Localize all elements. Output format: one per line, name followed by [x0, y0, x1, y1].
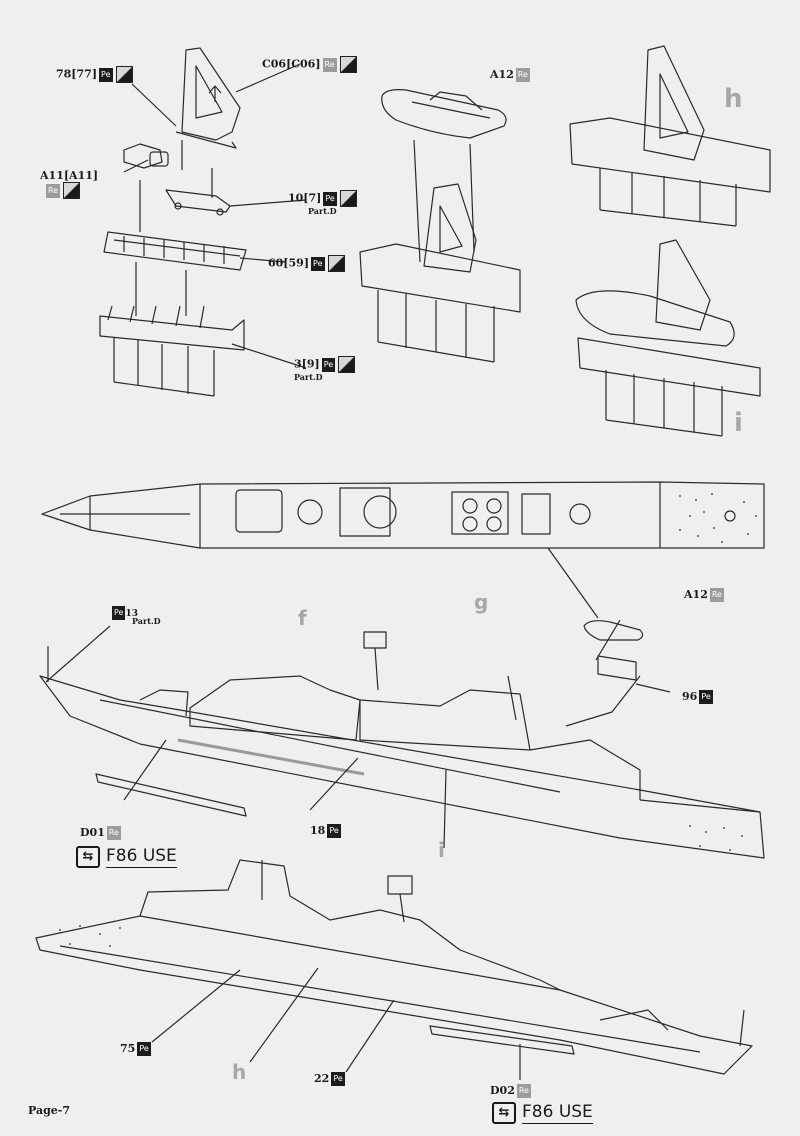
deck-plan-drawing [41, 481, 765, 549]
ship-side-view-2 [35, 859, 753, 1075]
pe-badge: Pe [321, 357, 336, 372]
callout-10: 10[7]Pe Part.D [288, 190, 357, 216]
paint-swatch-icon [339, 56, 357, 73]
step-letter-i: i [734, 408, 743, 438]
paint-swatch-icon [115, 66, 133, 83]
f86-use-label-2: ⇆ F86 USE [492, 1102, 593, 1124]
boat-a12-drawing [381, 89, 507, 139]
re-badge: Re [46, 183, 61, 198]
f86-use-text: F86 USE [522, 1102, 593, 1124]
step-letter-h: h [724, 84, 743, 114]
callout-d01-text: D01 [80, 826, 105, 839]
assembled-platform-h-drawing [569, 45, 771, 227]
assembled-platform-i-drawing [575, 239, 761, 437]
page-number: Page-7 [28, 1104, 71, 1117]
callout-3-text: 3[9] [294, 357, 320, 371]
callout-18-text: 18 [310, 824, 326, 837]
winch-part-drawing [123, 143, 169, 169]
deck-dots-pattern [679, 493, 757, 543]
callout-a12-top-text: A12 [490, 68, 514, 81]
railing-strip-lower-1 [95, 773, 247, 817]
step-letter-f: f [298, 606, 307, 630]
assembled-platform-mid-drawing [359, 183, 521, 363]
pe-badge: Pe [311, 256, 325, 271]
pe-badge: Pe [331, 1072, 345, 1086]
re-badge: Re [516, 1084, 531, 1098]
davit-part-drawing [175, 47, 241, 149]
callout-96-text: 96 [682, 690, 698, 703]
step-ref-i: i [438, 838, 445, 862]
platform-base-drawing [99, 305, 245, 397]
pe-badge: Pe [699, 690, 713, 704]
cradle-part-drawing [165, 168, 231, 216]
f86-use-text: F86 USE [106, 846, 177, 868]
f86-use-label-1: ⇆ F86 USE [76, 846, 177, 868]
ship-side-view-1 [39, 631, 765, 859]
part-d-label: Part.D [294, 372, 323, 382]
paint-swatch-icon [63, 182, 81, 199]
re-badge: Re [322, 57, 337, 72]
callout-a11-text: A11[A11] [40, 169, 99, 182]
callout-c06: C06[C06]Re [262, 56, 357, 73]
swap-arrows-icon: ⇆ [492, 1102, 516, 1124]
callout-3: 3[9]Pe Part.D [294, 356, 356, 382]
callout-d02-text: D02 [490, 1084, 515, 1097]
step-letter-g: g [474, 590, 489, 614]
step-ref-h: h [232, 1060, 247, 1084]
callout-a11: A11[A11] Re [40, 170, 98, 199]
callout-13-text: 13 [125, 609, 138, 619]
pe-badge: Pe [99, 67, 113, 82]
callout-60-text: 60[59] [268, 256, 310, 270]
swap-arrows-icon: ⇆ [76, 846, 100, 868]
re-badge: Re [106, 826, 121, 840]
paint-swatch-icon [327, 255, 345, 272]
re-badge: Re [515, 68, 530, 82]
paint-swatch-icon [338, 356, 356, 373]
callout-78-text: 78[77] [56, 67, 98, 81]
boat-a12-mid-drawing [583, 620, 644, 681]
callout-22-text: 22 [314, 1072, 330, 1085]
railing-strip-drawing [103, 231, 247, 271]
pe-badge: Pe [137, 1042, 151, 1056]
callout-10-text: 10[7] [288, 191, 322, 205]
railing-strip-lower-2 [429, 1025, 575, 1055]
part-d-label: Part.D [308, 206, 337, 216]
callout-a12-mid-text: A12 [684, 588, 708, 601]
paint-swatch-icon [339, 190, 357, 207]
callout-c06-text: C06[C06] [262, 57, 321, 71]
pe-badge: Pe [323, 191, 337, 206]
callout-60: 60[59]Pe [268, 255, 345, 272]
callout-78: 78[77]Pe [56, 66, 133, 83]
part-d-label: Part.D [132, 616, 161, 626]
pe-badge: Pe [327, 824, 341, 838]
re-badge: Re [709, 588, 724, 602]
pe-badge: Pe [112, 606, 126, 620]
callout-75-text: 75 [120, 1042, 136, 1055]
deck-dots-pattern-2 [59, 825, 743, 947]
